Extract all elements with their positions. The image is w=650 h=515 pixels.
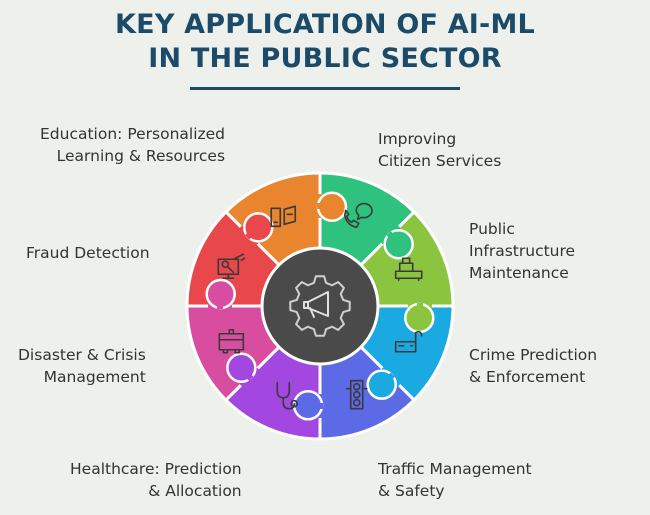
puzzle-joint-citizen-services	[386, 231, 395, 240]
puzzle-joint-infrastructure	[417, 303, 423, 309]
page-title: KEY APPLICATION OF AI-ML IN THE PUBLIC S…	[0, 8, 650, 76]
label-education: Education: Personalized Learning & Resou…	[40, 125, 226, 165]
megaphone-gear-icon	[289, 275, 351, 337]
ambulance-icon	[218, 328, 245, 354]
traffic-light-icon	[345, 379, 368, 410]
puzzle-joint-crime	[386, 372, 395, 381]
label-crime: Crime Prediction & Enforcement	[469, 346, 598, 386]
handcuffs-radio-icon	[394, 330, 423, 353]
book-tablet-icon	[270, 205, 297, 228]
puzzle-joint-disaster	[217, 303, 223, 309]
label-disaster: Disaster & Crisis Management	[18, 346, 146, 386]
stethoscope-icon	[276, 381, 299, 410]
label-citizen-services: Improving Citizen Services	[378, 130, 502, 170]
title-line-1: KEY APPLICATION OF AI-ML	[115, 9, 535, 40]
puzzle-joint-traffic	[317, 403, 323, 409]
label-healthcare: Healthcare: Prediction & Allocation	[70, 460, 242, 500]
label-infrastructure: Public Infrastructure Maintenance	[469, 220, 576, 282]
title-line-2: IN THE PUBLIC SECTOR	[148, 43, 502, 74]
puzzle-joint-healthcare	[245, 372, 254, 381]
title-underline	[190, 87, 460, 90]
puzzle-joint-education	[317, 203, 323, 209]
monitor-magnifier-icon	[217, 253, 246, 280]
center-hub	[260, 246, 380, 366]
phone-chat-icon	[343, 202, 373, 229]
puzzle-joint-fraud	[245, 231, 254, 240]
label-traffic: Traffic Management & Safety	[378, 460, 532, 500]
bulldozer-icon	[394, 257, 423, 282]
label-fraud: Fraud Detection	[26, 244, 150, 262]
